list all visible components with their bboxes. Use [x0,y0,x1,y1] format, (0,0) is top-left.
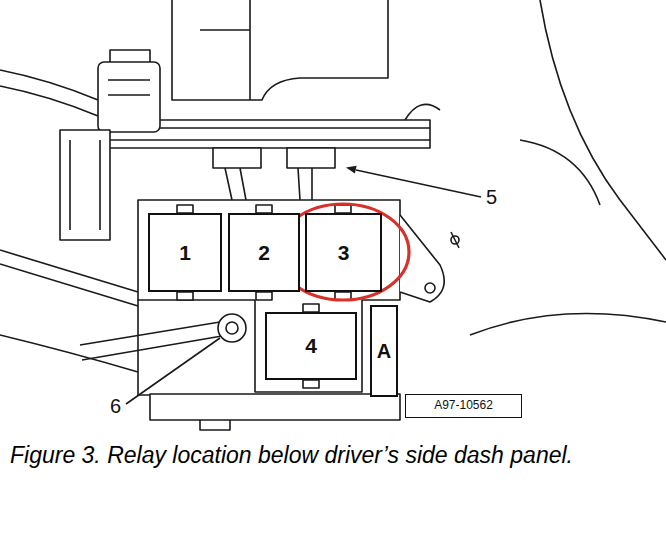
rail-hook [405,104,440,120]
leader-line [126,338,220,404]
relay-tab [335,205,351,213]
relay-box: 3 [305,213,382,292]
bracket-detail [451,232,459,248]
relay-carrier [138,200,400,392]
part-number: 3 [338,241,350,264]
connector-box: A [370,305,398,397]
carrier-leg [138,300,150,395]
callout-number: 6 [110,395,121,417]
part-number: 2 [258,241,270,264]
upper-console [172,0,388,100]
callout-number: 5 [486,186,497,208]
console-detail [200,0,250,100]
base-detail [200,420,230,430]
leader-line [356,170,481,197]
leader-arrowhead [346,166,357,174]
wire-harness [0,264,138,306]
figure-caption: Figure 3. Relay location below driver’s … [10,442,630,470]
ground-bolt [218,314,246,342]
relay-tab [177,205,193,213]
relay-tab [303,380,319,388]
bracket-detail [70,140,100,230]
side-bracket [400,215,444,302]
ground-strap [80,322,222,360]
plug-wire [225,168,312,200]
wire-harness [0,70,98,100]
reference-code-box: A97-10562 [405,394,522,418]
bracket-hole [425,283,435,293]
relay-tab [256,205,272,213]
relay-tab [256,292,272,300]
part-number: 4 [305,334,317,357]
plug-connector [287,148,335,168]
carrier-base [150,394,400,420]
ground-bolt [226,322,238,334]
relay-tab [177,292,193,300]
relay-box: 2 [228,213,300,292]
connector-detail [108,80,150,95]
dash-panel-edge [470,314,666,335]
dash-panel-edge [520,140,600,205]
left-bracket [60,130,110,240]
part-number: A [377,340,391,362]
left-connector [98,62,160,132]
relay-box: 4 [265,312,357,380]
plug-connector [213,148,261,168]
part-number: 1 [179,241,191,264]
wire-harness [0,86,98,116]
dash-panel-edge [540,0,666,260]
relay-box: 1 [148,213,222,292]
part-number: A97-10562 [434,399,493,412]
relay-tab [303,304,319,312]
